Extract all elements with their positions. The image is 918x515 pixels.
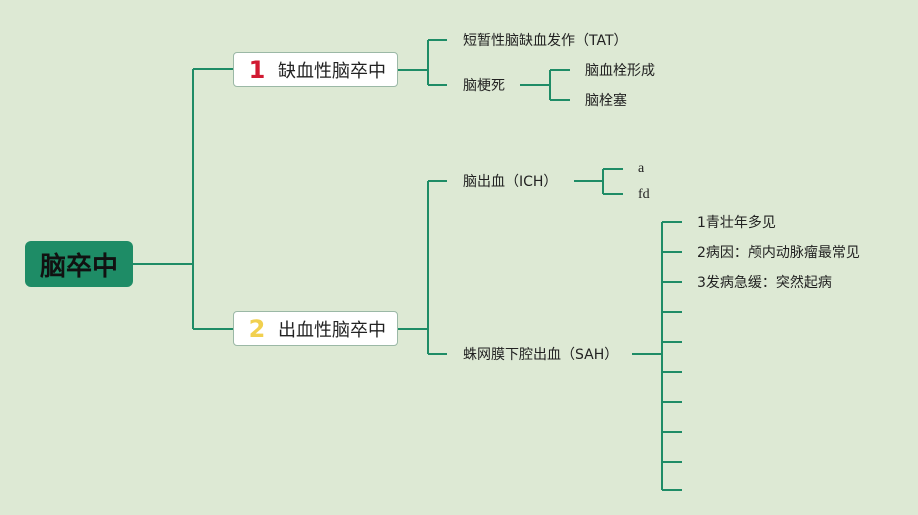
connector-cat2 [398, 180, 447, 355]
connector-cat1 [398, 39, 447, 86]
category-hemorrhagic[interactable]: 2 出血性脑卒中 [233, 311, 398, 346]
category-label-ischemic: 缺血性脑卒中 [278, 60, 386, 82]
node-ich[interactable]: 脑出血（ICH） [463, 174, 558, 190]
node-tia[interactable]: 短暂性脑缺血发作（TAT） [463, 33, 628, 49]
root-topic[interactable]: 脑卒中 [25, 241, 133, 287]
node-thrombosis[interactable]: 脑血栓形成 [585, 63, 655, 79]
connector-sah [632, 221, 682, 491]
category-ischemic[interactable]: 1 缺血性脑卒中 [233, 52, 398, 87]
connector-root [133, 68, 233, 330]
category-number-1: 1 [248, 55, 266, 84]
node-embolism[interactable]: 脑栓塞 [585, 93, 627, 109]
category-number-2: 2 [248, 314, 266, 343]
node-sah-2[interactable]: 2病因：颅内动脉瘤最常见 [697, 245, 860, 261]
node-sah-3[interactable]: 3发病急缓：突然起病 [697, 275, 832, 291]
node-ich-fd[interactable]: fd [638, 187, 650, 202]
root-label: 脑卒中 [39, 251, 118, 282]
category-label-hemorrhagic: 出血性脑卒中 [278, 319, 386, 341]
node-sah-1[interactable]: 1青壮年多见 [697, 215, 776, 231]
connector-infarct [520, 69, 570, 101]
node-sah[interactable]: 蛛网膜下腔出血（SAH） [463, 347, 619, 363]
node-ich-a[interactable]: a [638, 161, 645, 176]
node-infarction[interactable]: 脑梗死 [463, 78, 505, 94]
connector-ich [574, 168, 623, 195]
